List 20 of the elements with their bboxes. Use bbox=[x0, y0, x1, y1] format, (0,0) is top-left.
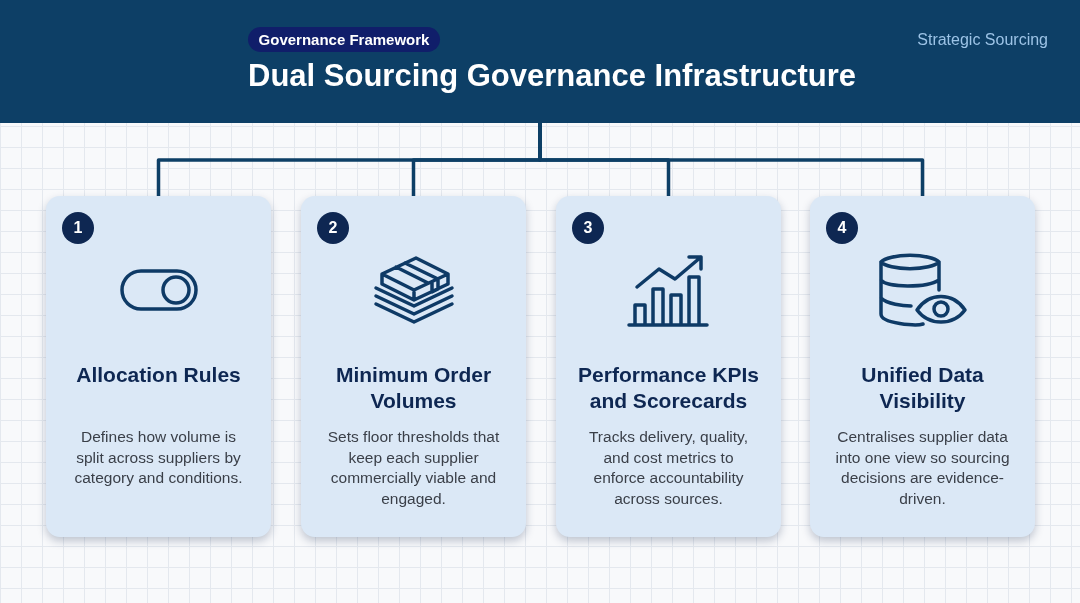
info-card bbox=[556, 196, 781, 537]
step-number: 4 bbox=[826, 212, 858, 244]
card-description: Sets floor thresholds that keep each supplier commercially viable and engaged. bbox=[326, 427, 501, 509]
page-title: Dual Sourcing Governance Infrastructure bbox=[248, 58, 857, 94]
step-number: 2 bbox=[317, 212, 349, 244]
card-heading: Minimum Order Volumes bbox=[334, 362, 493, 414]
step-number: 1 bbox=[62, 212, 94, 244]
info-card bbox=[810, 196, 1035, 537]
card-heading: Allocation Rules bbox=[75, 362, 242, 388]
card-description: Tracks delivery, quality, and cost metrics to enforce accountability across sources. bbox=[587, 427, 750, 509]
card-description: Defines how volume is split across suppliers by category and conditions. bbox=[73, 427, 244, 488]
header-band bbox=[0, 0, 1080, 123]
card-description: Centralises supplier data into one view so sourcing decisions are evidence-driven. bbox=[834, 427, 1011, 509]
tag-pill: Governance Framework bbox=[248, 27, 440, 52]
step-number: 3 bbox=[572, 212, 604, 244]
card-heading: Performance KPIs and Scorecards bbox=[577, 362, 760, 414]
info-card bbox=[301, 196, 526, 537]
topic-label: Strategic Sourcing bbox=[917, 31, 1048, 49]
card-heading: Unified Data Visibility bbox=[860, 362, 985, 414]
info-card bbox=[46, 196, 271, 537]
